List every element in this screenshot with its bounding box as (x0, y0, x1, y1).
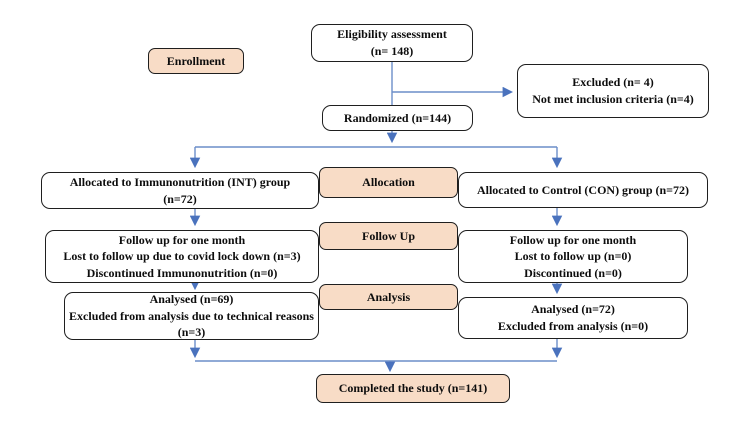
box-text-line: (n=72) (163, 191, 197, 206)
box-text-line: Follow up for one month (509, 232, 637, 247)
box-text-line: Lost to follow up due to covid lock down… (63, 249, 301, 264)
phase-label-text: Analysis (366, 289, 411, 304)
box-text-line: Follow up for one month (118, 232, 246, 247)
box-text-line: Randomized (n=144) (343, 110, 452, 125)
box-analysed-int: Analysed (n=69) Excluded from analysis d… (64, 292, 319, 340)
phase-label-analysis: Analysis (319, 284, 458, 310)
box-allocated-con: Allocated to Control (CON) group (n=72) (458, 172, 708, 208)
box-text-line: Discontinued Immunonutrition (n=0) (86, 265, 278, 280)
box-text-line: Analysed (n=69) (149, 292, 234, 307)
box-analysed-con: Analysed (n=72) Excluded from analysis (… (458, 297, 688, 339)
box-followup-int: Follow up for one month Lost to follow u… (45, 230, 319, 283)
phase-label-text: Follow Up (361, 228, 415, 243)
phase-label-text: Enrollment (166, 53, 226, 68)
box-text-line: Allocated to Control (CON) group (n=72) (476, 182, 690, 197)
box-text-line: Completed the study (n=141) (338, 381, 488, 396)
phase-label-followup: Follow Up (319, 222, 458, 250)
box-text-line: Discontinued (n=0) (524, 265, 622, 280)
phase-label-enrollment: Enrollment (148, 48, 244, 74)
box-text-line: Not met inclusion criteria (n=4) (532, 92, 694, 106)
box-allocated-int: Allocated to Immunonutrition (INT) group… (41, 172, 319, 209)
box-text-line: Allocated to Immunonutrition (INT) group (69, 174, 291, 189)
phase-label-text: Allocation (362, 175, 415, 190)
box-text-line: Analysed (n=72) (531, 302, 615, 317)
box-randomized: Randomized (n=144) (322, 105, 473, 131)
box-text-line: (n= 148) (370, 44, 414, 58)
box-text-line: Excluded from analysis due to technical … (69, 308, 314, 340)
box-text-line: Eligibility assessment (337, 27, 447, 42)
box-text-line: Lost to follow up (n=0) (514, 249, 632, 264)
box-text-line: Excluded (n= 4) (572, 75, 654, 90)
box-excluded: Excluded (n= 4) Not met inclusion criter… (517, 64, 709, 118)
phase-label-allocation: Allocation (319, 167, 458, 198)
box-text-line: Excluded from analysis (n=0) (497, 319, 649, 333)
box-eligibility-assessment: Eligibility assessment (n= 148) (311, 24, 473, 62)
box-completed-study: Completed the study (n=141) (316, 374, 510, 403)
box-followup-con: Follow up for one month Lost to follow u… (458, 230, 688, 283)
